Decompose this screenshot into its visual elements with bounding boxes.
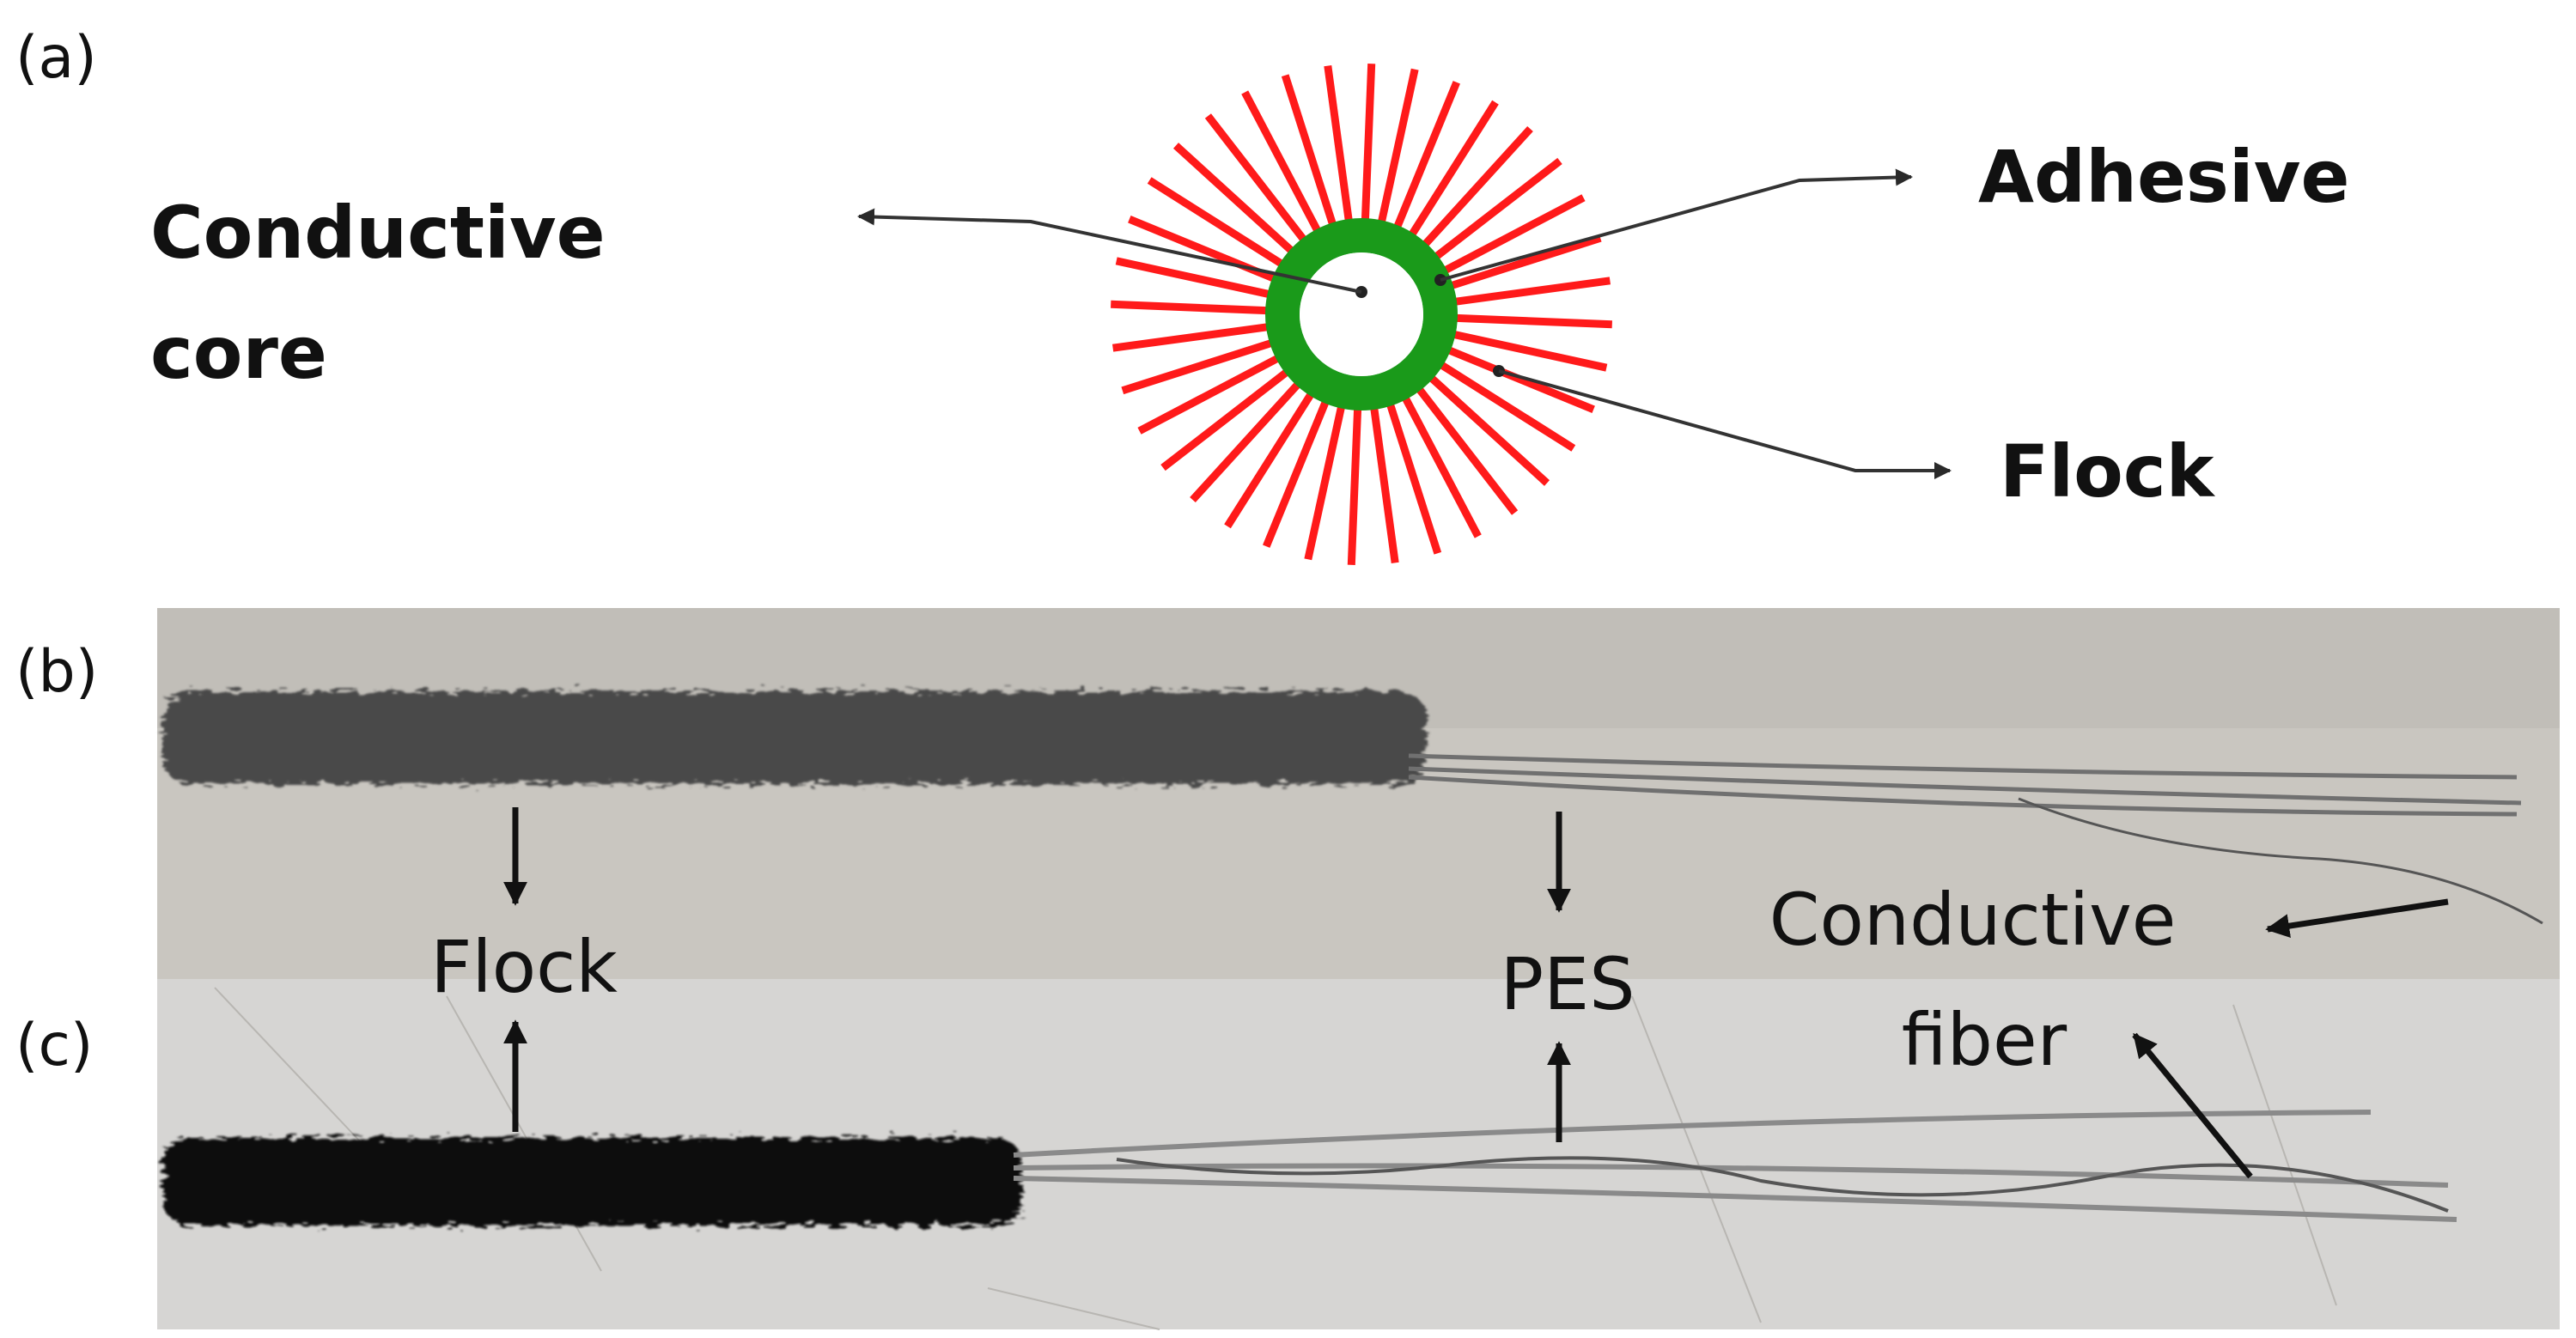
conductive-core-label: Conductive core xyxy=(150,191,630,395)
flock-fiber xyxy=(1111,300,1281,315)
flock-fiber xyxy=(1442,313,1612,329)
flock-fiber xyxy=(1324,64,1355,234)
conductive-core xyxy=(1300,252,1423,376)
conductive-fiber-arrow-c xyxy=(2132,1032,2253,1179)
flock-fiber xyxy=(1347,395,1362,565)
flock-fiber xyxy=(1438,234,1602,294)
flock-fiber xyxy=(1396,385,1482,538)
flock-fiber xyxy=(1111,321,1282,352)
flock-fibers xyxy=(1111,64,1612,565)
pes-fibers-b xyxy=(1408,753,2522,817)
flock-fiber xyxy=(1115,257,1283,301)
flock-fiber xyxy=(1361,64,1376,234)
flock-fiber xyxy=(1423,157,1562,268)
flock-fiber xyxy=(1263,388,1335,548)
flock-fiber xyxy=(1190,372,1310,503)
conductive-core-label-line1: Conductive xyxy=(150,191,606,275)
flock-sample-b xyxy=(163,691,1426,784)
flock-fiber xyxy=(1419,366,1550,486)
pes-fibers-c xyxy=(1013,1110,2457,1222)
flock-sample-c xyxy=(163,1138,1022,1225)
flock-fiber xyxy=(1440,327,1608,372)
panel-label-b: (b) xyxy=(15,638,98,706)
conductive-fiber-c xyxy=(1116,1156,2449,1213)
flock-fiber xyxy=(1388,81,1460,240)
flock-fiber xyxy=(1304,392,1349,561)
flock-fiber xyxy=(1160,361,1300,471)
core-leader-arrow xyxy=(857,208,1362,294)
adhesive-ring xyxy=(1265,218,1458,411)
flock-label-schematic: Flock xyxy=(2000,429,2216,514)
flock-fiber xyxy=(1432,194,1586,280)
flock-fiber xyxy=(1128,216,1288,288)
flock-fiber xyxy=(1204,113,1315,252)
conductive-fiber-label: Conductive fiber xyxy=(1769,878,2199,1082)
adhesive-leader-arrow xyxy=(1440,168,1913,282)
flock-fiber xyxy=(1408,376,1519,515)
panel-label-a: (a) xyxy=(15,24,97,92)
conductive-fiber-b xyxy=(2018,797,2543,925)
flock-fiber xyxy=(1428,354,1576,452)
flock-fiber xyxy=(1121,335,1285,395)
flock-fiber xyxy=(1137,349,1291,435)
flock-fiber xyxy=(1401,100,1499,248)
flock-leader-arrow xyxy=(1498,369,1952,479)
flock-fiber xyxy=(1281,74,1341,238)
flock-fiber xyxy=(1224,380,1322,529)
flock-fiber xyxy=(1368,394,1399,564)
conductive-fiber-label-line2: fiber xyxy=(1902,998,2067,1082)
flock-label-photo: Flock xyxy=(430,925,618,1009)
flock-fiber xyxy=(1374,68,1419,236)
flock-fiber xyxy=(1382,391,1442,555)
flock-fiber xyxy=(1147,177,1295,275)
conductive-fiber-label-line1: Conductive xyxy=(1769,878,2177,962)
conductive-core-label-line2: core xyxy=(150,311,327,395)
conductive-fiber-arrow-b xyxy=(2265,898,2449,939)
flock-fiber xyxy=(1413,125,1533,257)
pes-label: PES xyxy=(1500,942,1635,1026)
flock-fiber xyxy=(1241,90,1327,244)
flock-fiber xyxy=(1441,277,1611,307)
panel-label-c: (c) xyxy=(15,1012,93,1080)
flock-fiber xyxy=(1172,143,1304,263)
adhesive-label: Adhesive xyxy=(1978,135,2349,219)
